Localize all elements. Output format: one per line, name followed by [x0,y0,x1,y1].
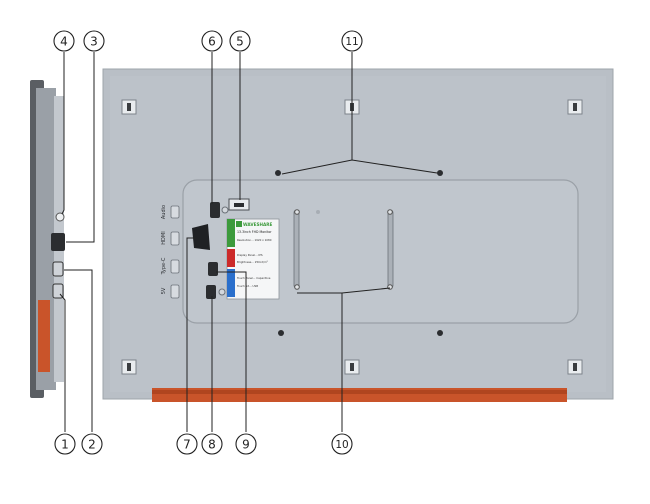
label-brand: WAVESHARE [243,222,272,227]
callout-3-number: 3 [90,35,98,49]
callout-9: 9 [235,433,257,455]
callout-10-number: 10 [335,439,348,451]
callout-8-number: 8 [208,438,216,452]
callout-4-number: 4 [60,35,68,49]
callout-markers: 4 3 6 5 11 1 2 7 [53,30,363,455]
port-label-hdmi: HDMI [161,231,167,244]
callout-2-number: 2 [88,438,96,452]
callout-5-number: 5 [236,35,244,49]
callout-4: 4 [53,30,75,52]
rear-port-9 [208,262,218,276]
side-port-3 [51,233,65,251]
label-touch-interface: Touch Int... USB [236,284,258,288]
port-label-audio: Audio [161,205,167,219]
mounting-tab [567,359,583,375]
rear-port-8 [206,285,216,299]
port-label-5v: 5V [161,287,167,294]
audio-port-icon [170,205,180,219]
screw-hole [437,170,443,176]
callout-lines [59,52,438,432]
typec-port-icon [170,259,180,274]
callout-7-number: 7 [183,438,191,452]
rear-components [192,198,250,299]
callout-2: 2 [81,433,103,455]
callout-6-number: 6 [208,35,216,49]
callout-7: 7 [176,433,198,455]
product-label-sticker: WAVESHARE 13.3inch FHD Monitor Resolutio… [226,218,280,300]
label-brightness: Brightness... 250cd/m² [237,260,268,264]
callout-8: 8 [201,433,223,455]
callout-10: 10 [331,433,353,455]
monitor-rear-panel [102,68,614,402]
callout-5: 5 [229,30,251,52]
label-resolution: Resolution... 1920 x 1080 [237,238,272,242]
rear-port-6 [210,202,220,218]
mounting-tab [567,99,583,115]
screw-hole [437,330,443,336]
usb-5v-port-icon [170,284,180,299]
mounting-tab [121,359,137,375]
hdmi-port-icon [170,231,180,246]
power-button [192,224,210,250]
callout-9-number: 9 [242,438,250,452]
label-panel: Display Panel... IPS [237,253,263,257]
port-label-typec: Type-C [161,257,167,275]
side-port-4 [55,212,65,222]
mounting-tab [121,99,137,115]
callout-3: 3 [83,30,105,52]
rear-cover-plate [182,179,579,324]
callout-1-number: 1 [61,438,69,452]
vesa-mount-area [275,170,443,336]
screw-hole [275,170,281,176]
callout-6: 6 [201,30,223,52]
monitor-side-view [30,80,65,398]
mounting-tab [344,359,360,375]
callout-11-number: 11 [345,36,358,48]
port-label-group: Audio HDMI Type-C 5V [161,205,180,299]
side-port-2 [52,261,64,277]
callout-11: 11 [341,30,363,52]
label-product: 13.3inch FHD Monitor [237,230,272,234]
label-touch-panel: Touch Panel... Capacitive [236,276,271,280]
callout-1: 1 [54,433,76,455]
screw-hole [278,330,284,336]
